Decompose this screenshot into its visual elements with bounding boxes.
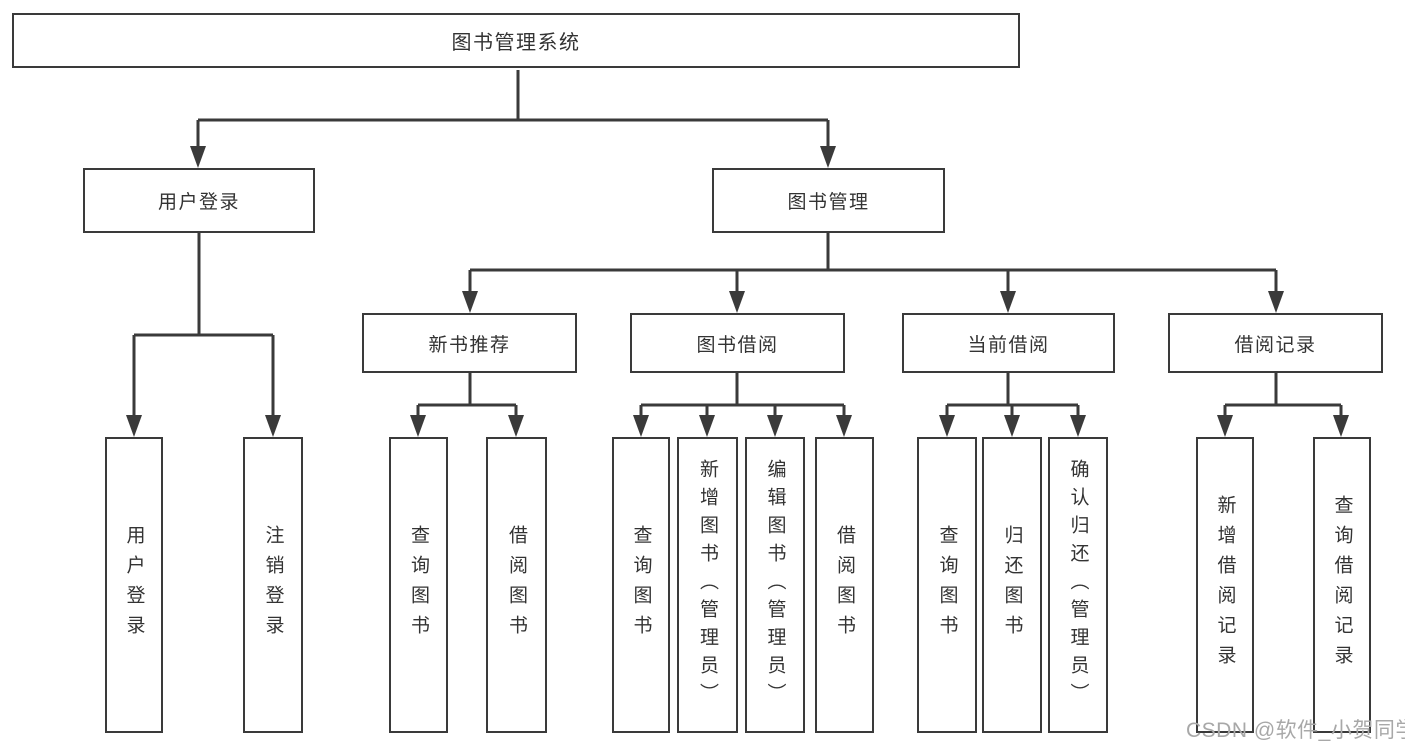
arrow-down-icon (1217, 415, 1233, 437)
arrow-down-icon (265, 415, 281, 437)
node-label: 编辑图书（管理员） (764, 459, 786, 711)
leaf-confirm-return-admin: 确认归还（管理员） (1048, 437, 1108, 733)
node-book-management: 图书管理 (712, 168, 945, 233)
node-library-system: 图书管理系统 (12, 13, 1020, 68)
arrow-down-icon (1070, 415, 1086, 437)
leaf-edit-book-admin: 编辑图书（管理员） (745, 437, 805, 733)
arrow-down-icon (633, 415, 649, 437)
node-label: 图书管理系统 (451, 32, 581, 54)
node-label: 图书借阅 (696, 334, 779, 356)
arrow-down-icon (462, 291, 478, 313)
leaf-user-login: 用户登录 (105, 437, 163, 733)
csdn-watermark: CSDN @软件_小贺同学 (1186, 719, 1405, 742)
leaf-borrow-books-2: 借阅图书 (815, 437, 874, 733)
node-label: 查询图书 (630, 525, 652, 645)
arrow-down-icon (126, 415, 142, 437)
arrow-down-icon (1333, 415, 1349, 437)
arrow-down-icon (410, 415, 426, 437)
node-label: 查询图书 (408, 525, 429, 645)
arrow-down-icon (836, 415, 852, 437)
node-book-borrow: 图书借阅 (630, 313, 845, 373)
arrow-down-icon (190, 146, 206, 168)
arrow-down-icon (1004, 415, 1020, 437)
node-label: 新书推荐 (428, 334, 511, 356)
node-label: 确认归还（管理员） (1067, 459, 1089, 711)
arrow-down-icon (820, 146, 836, 168)
arrow-down-icon (1268, 291, 1284, 313)
node-label: 查询图书 (936, 525, 958, 645)
node-label: 借阅记录 (1234, 334, 1317, 356)
arrow-down-icon (729, 291, 745, 313)
arrow-down-icon (939, 415, 955, 437)
node-label: 借阅图书 (834, 525, 855, 645)
node-label: 新增图书（管理员） (697, 459, 718, 711)
leaf-return-book: 归还图书 (982, 437, 1042, 733)
node-label: 新增借阅记录 (1214, 495, 1236, 675)
node-label: 查询借阅记录 (1331, 495, 1353, 675)
leaf-query-borrow-record: 查询借阅记录 (1313, 437, 1371, 733)
node-new-book-recommend: 新书推荐 (362, 313, 577, 373)
leaf-add-book-admin: 新增图书（管理员） (677, 437, 738, 733)
node-label: 用户登录 (157, 192, 240, 213)
leaf-query-books-3: 查询图书 (917, 437, 977, 733)
node-borrow-records: 借阅记录 (1168, 313, 1383, 373)
arrow-down-icon (1000, 291, 1016, 313)
arrow-down-icon (767, 415, 783, 437)
node-user-login: 用户登录 (83, 168, 315, 233)
leaf-borrow-books-1: 借阅图书 (486, 437, 547, 733)
node-current-borrow: 当前借阅 (902, 313, 1115, 373)
leaf-add-borrow-record: 新增借阅记录 (1196, 437, 1254, 733)
node-label: 图书管理 (787, 192, 870, 213)
arrow-down-icon (699, 415, 715, 437)
leaf-query-books-1: 查询图书 (389, 437, 448, 733)
node-label: 用户登录 (123, 525, 145, 645)
leaf-query-books-2: 查询图书 (612, 437, 670, 733)
leaf-logout: 注销登录 (243, 437, 303, 733)
node-label: 注销登录 (262, 525, 284, 645)
node-label: 当前借阅 (967, 334, 1050, 356)
arrow-down-icon (508, 415, 524, 437)
node-label: 借阅图书 (506, 525, 527, 645)
node-label: 归还图书 (1001, 525, 1023, 645)
